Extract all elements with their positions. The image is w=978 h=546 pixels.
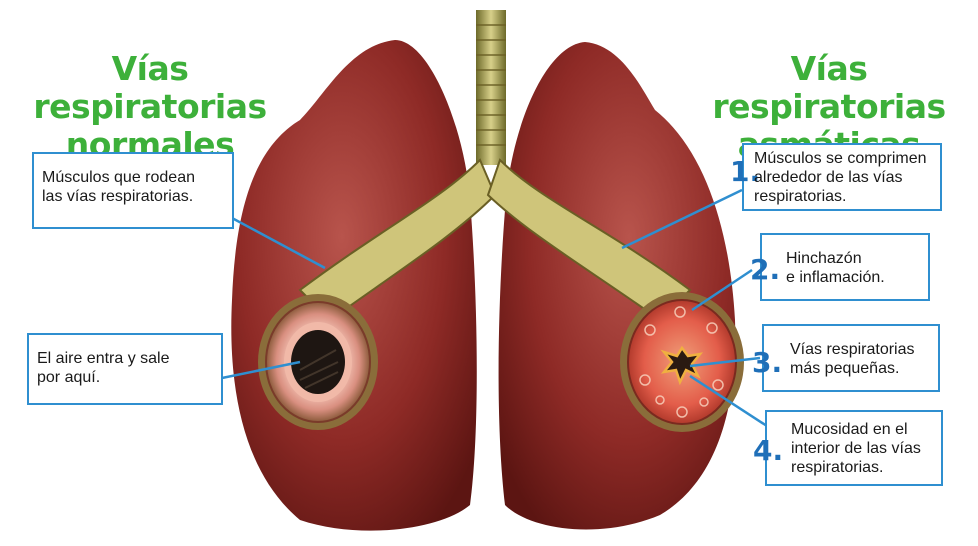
callout-3-line2: más pequeñas. xyxy=(790,359,915,378)
callout-4-line1: Mucosidad en el xyxy=(791,420,921,439)
callout-3-text: Vías respiratorias más pequeñas. xyxy=(790,340,915,378)
callout-1-line3: respiratorias. xyxy=(754,187,927,206)
trachea xyxy=(476,10,506,165)
callout-muscles-surround: Músculos que rodean las vías respiratori… xyxy=(32,152,234,229)
callout-2-swelling: 2. Hinchazón e inflamación. xyxy=(760,233,930,301)
callout-air-passage: El aire entra y sale por aquí. xyxy=(27,333,223,405)
callout-2-number: 2. xyxy=(750,255,780,285)
callout-4-line2: interior de las vías xyxy=(791,439,921,458)
callout-1-line1: Músculos se comprimen xyxy=(754,149,927,168)
callout-2-text: Hinchazón e inflamación. xyxy=(786,249,885,287)
callout-1-line2: alrededor de las vías xyxy=(754,168,927,187)
title-normal-line1: Vías respiratorias xyxy=(0,50,300,126)
callout-4-mucus: 4. Mucosidad en el interior de las vías … xyxy=(765,410,943,486)
callout-air-line2: por aquí. xyxy=(37,368,221,387)
callout-1-muscles-constrict: 1. Músculos se comprimen alrededor de la… xyxy=(742,143,942,211)
callout-muscles-line2: las vías respiratorias. xyxy=(42,187,232,206)
callout-3-number: 3. xyxy=(752,348,782,378)
title-normal-airways: Vías respiratorias normales xyxy=(0,50,300,164)
callout-2-line1: Hinchazón xyxy=(786,249,885,268)
callout-2-line2: e inflamación. xyxy=(786,268,885,287)
callout-3-smaller-airways: 3. Vías respiratorias más pequeñas. xyxy=(762,324,940,392)
callout-3-line1: Vías respiratorias xyxy=(790,340,915,359)
callout-4-number: 4. xyxy=(753,436,783,466)
title-asthmatic-line1: Vías respiratorias xyxy=(680,50,978,126)
callout-4-line3: respiratorias. xyxy=(791,458,921,477)
callout-muscles-line1: Músculos que rodean xyxy=(42,168,232,187)
callout-1-text: Músculos se comprimen alrededor de las v… xyxy=(754,149,927,206)
callout-4-text: Mucosidad en el interior de las vías res… xyxy=(791,420,921,477)
callout-air-line1: El aire entra y sale xyxy=(37,349,221,368)
